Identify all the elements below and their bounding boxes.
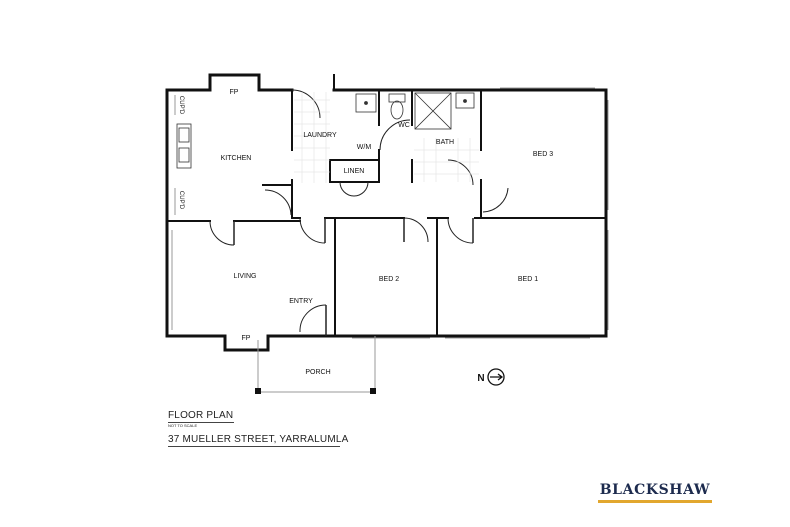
compass-label: N bbox=[477, 373, 484, 384]
windows bbox=[171, 87, 609, 339]
fixtures bbox=[176, 92, 475, 169]
label-kitchen: KITCHEN bbox=[221, 155, 252, 162]
door-leaves bbox=[233, 218, 474, 336]
label-fp-bottom: FP bbox=[242, 335, 251, 342]
label-bed3: BED 3 bbox=[533, 151, 553, 158]
compass-icon bbox=[487, 368, 505, 386]
label-linen: LINEN bbox=[344, 168, 365, 175]
blackshaw-logo: BLACKSHAW bbox=[599, 482, 711, 498]
label-cupd-bottom: CUP'D bbox=[178, 191, 184, 210]
label-wc: WC bbox=[398, 122, 410, 129]
plan-title: FLOOR PLAN bbox=[168, 410, 234, 421]
label-bed1: BED 1 bbox=[518, 276, 538, 283]
tiles bbox=[294, 92, 479, 183]
label-bath: BATH bbox=[436, 139, 454, 146]
logo-underline bbox=[598, 500, 712, 503]
label-entry: ENTRY bbox=[289, 298, 313, 305]
door-swings bbox=[209, 89, 509, 333]
label-bed2: BED 2 bbox=[379, 276, 399, 283]
address-divider bbox=[168, 446, 340, 447]
property-address: 37 MUELLER STREET, YARRALUMLA bbox=[168, 434, 349, 445]
porch bbox=[255, 336, 376, 394]
label-fp-top: FP bbox=[230, 89, 239, 96]
label-wm: W/M bbox=[357, 144, 372, 151]
walls bbox=[165, 73, 608, 352]
title-divider bbox=[168, 422, 234, 423]
label-living: LIVING bbox=[234, 273, 257, 280]
label-laundry: LAUNDRY bbox=[303, 132, 337, 139]
label-porch: PORCH bbox=[305, 369, 330, 376]
scale-note: NOT TO SCALE bbox=[168, 423, 198, 428]
label-cupd-top: CUP'D bbox=[178, 96, 184, 115]
